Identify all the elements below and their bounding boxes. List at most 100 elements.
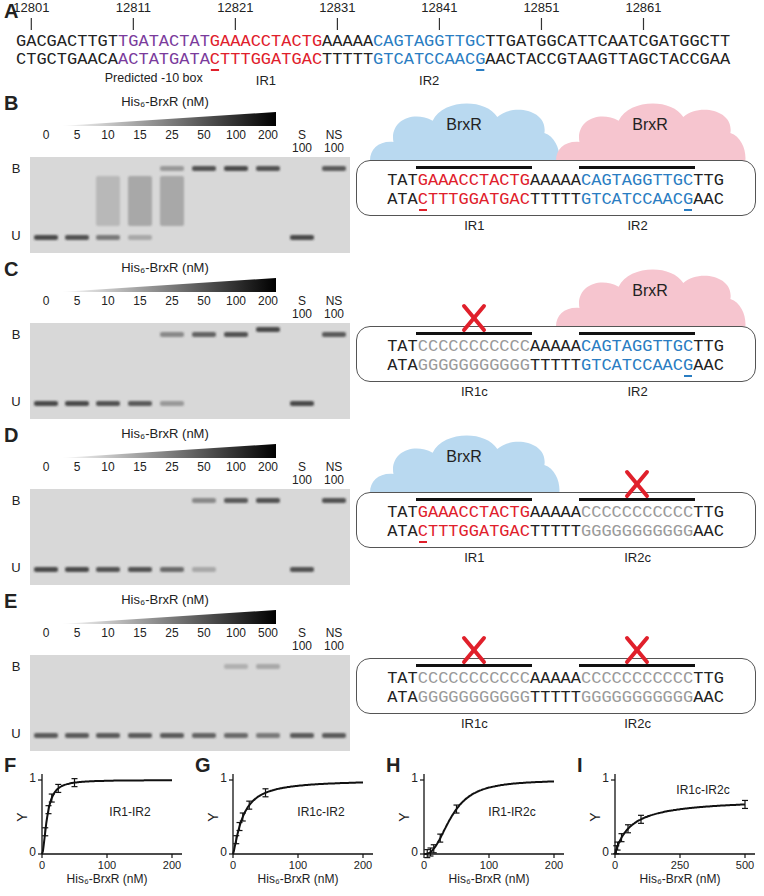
sequence: AAAAA xyxy=(530,338,581,356)
gel-band xyxy=(96,401,120,406)
lane-label: 5 xyxy=(74,129,81,143)
sequence: AACTACCGTAAGTTAGCTACCGAA xyxy=(485,51,730,69)
gel-band xyxy=(192,332,216,337)
error-bar xyxy=(638,815,644,816)
gel-band xyxy=(96,733,120,738)
protein-name: BrxR xyxy=(446,448,482,466)
gel-band xyxy=(96,235,120,240)
panel-letter: D xyxy=(4,424,18,447)
concentration-wedge xyxy=(60,278,276,292)
lane-label: 50 xyxy=(197,129,210,143)
error-bar xyxy=(617,842,618,850)
gel-band-label: U xyxy=(11,727,20,742)
lane-label: S xyxy=(298,461,306,475)
lane-label: 15 xyxy=(133,627,146,641)
axis-title: His₆-BrxR (nM) xyxy=(449,873,530,887)
lane-label: 50 xyxy=(197,461,210,475)
tick-mark xyxy=(439,18,440,30)
error-bar xyxy=(424,857,430,858)
error-bar xyxy=(742,800,748,801)
panel-letter: C xyxy=(4,258,18,281)
tick-label: 100 xyxy=(98,859,116,872)
sequence: GGGGGGGGGGG xyxy=(581,689,693,707)
lane-label: NS xyxy=(326,627,343,641)
tick-label: 0 xyxy=(421,859,427,872)
lane-label: 25 xyxy=(165,129,178,143)
gel-band xyxy=(322,498,346,503)
tick-mark xyxy=(643,18,644,30)
sequence: GGGGGGGGGGG xyxy=(581,523,693,541)
error-bar xyxy=(744,800,745,808)
panel-letter: H xyxy=(386,754,400,777)
sequence: TTTTT xyxy=(322,51,373,69)
lane-label: 100 xyxy=(226,627,246,641)
sequence: GTCATCCAACG xyxy=(581,357,693,375)
sequence: AAC xyxy=(693,357,724,375)
gel-band xyxy=(224,733,248,738)
sequence: GAAACCTACTG xyxy=(418,504,530,522)
sequence: CCCCCCCCCCC xyxy=(581,504,693,522)
dna-duplex: TATCCCCCCCCCCCAAAAACAGTAGGTTGCTTGATAGGGG… xyxy=(356,326,756,382)
binding-curve xyxy=(233,783,363,855)
axis-title: His₆-BrxR (nM) xyxy=(67,873,148,887)
region-label: IR1c xyxy=(461,717,488,732)
cross-mark xyxy=(624,469,650,499)
tick-mark xyxy=(744,854,745,858)
gel-image xyxy=(30,489,350,585)
error-bar xyxy=(625,832,631,833)
tick-label: 1 xyxy=(29,772,36,786)
lane-label: 0 xyxy=(43,295,50,309)
tick-label: 0 xyxy=(602,846,609,860)
sequence: TTGATGGCATTCAATCGATGGCTT xyxy=(485,33,730,51)
sequence: CAGTAGGTTGC xyxy=(581,338,693,356)
lane-label: 10 xyxy=(101,129,114,143)
sequence: TTG xyxy=(693,504,724,522)
lane-label: 200 xyxy=(258,129,278,143)
sequence: GTCATCCAACG xyxy=(581,191,693,209)
lane-label: 10 xyxy=(101,295,114,309)
error-bar xyxy=(625,824,631,825)
tick-label: 250 xyxy=(671,859,689,872)
sequence: CAGTAGGTTGC xyxy=(581,172,693,190)
error-bar xyxy=(454,804,460,805)
error-bar xyxy=(454,812,460,813)
curve-label: IR1-IR2c xyxy=(488,806,535,820)
lane-label: S xyxy=(298,129,306,143)
cross-line xyxy=(627,638,647,662)
axis-title: Y xyxy=(205,812,221,821)
position-number: 12841 xyxy=(421,1,457,16)
lane-label: 15 xyxy=(133,461,146,475)
error-bar xyxy=(48,806,49,814)
lane-label: 200 xyxy=(258,295,278,309)
gel-band xyxy=(322,733,346,738)
tick-mark xyxy=(297,854,298,858)
sequence: TAT xyxy=(387,670,418,688)
sequence: AAC xyxy=(693,191,724,209)
sequence: GAAACCTACTG xyxy=(210,33,322,51)
tick-mark xyxy=(541,18,542,30)
error-bar xyxy=(49,793,55,794)
concentration-wedge xyxy=(60,610,276,624)
error-bar xyxy=(456,805,457,813)
x-axis xyxy=(233,853,373,854)
tick-mark xyxy=(553,854,554,858)
gel-band-label: U xyxy=(11,395,20,410)
position-number: 12811 xyxy=(116,1,151,16)
error-bar xyxy=(440,834,441,842)
underline-mark xyxy=(211,69,219,71)
position-number: 12821 xyxy=(217,1,253,16)
axis-title: His₆-BrxR (nM) xyxy=(258,873,339,887)
error-bar xyxy=(621,834,622,842)
tick-label: 0 xyxy=(612,859,618,872)
tick-label: 0 xyxy=(411,846,418,860)
sequence: CTTTGGATGAC xyxy=(418,191,530,209)
error-bar xyxy=(72,786,78,787)
cross-line xyxy=(464,306,484,330)
sequence: AAC xyxy=(693,523,724,541)
x-axis xyxy=(42,853,182,854)
gel-band xyxy=(96,567,120,572)
position-number: 12861 xyxy=(625,1,661,16)
sequence: CCCCCCCCCCC xyxy=(581,670,693,688)
sequence: CCCCCCCCCCC xyxy=(418,670,530,688)
region-label: IR1 xyxy=(464,551,484,566)
